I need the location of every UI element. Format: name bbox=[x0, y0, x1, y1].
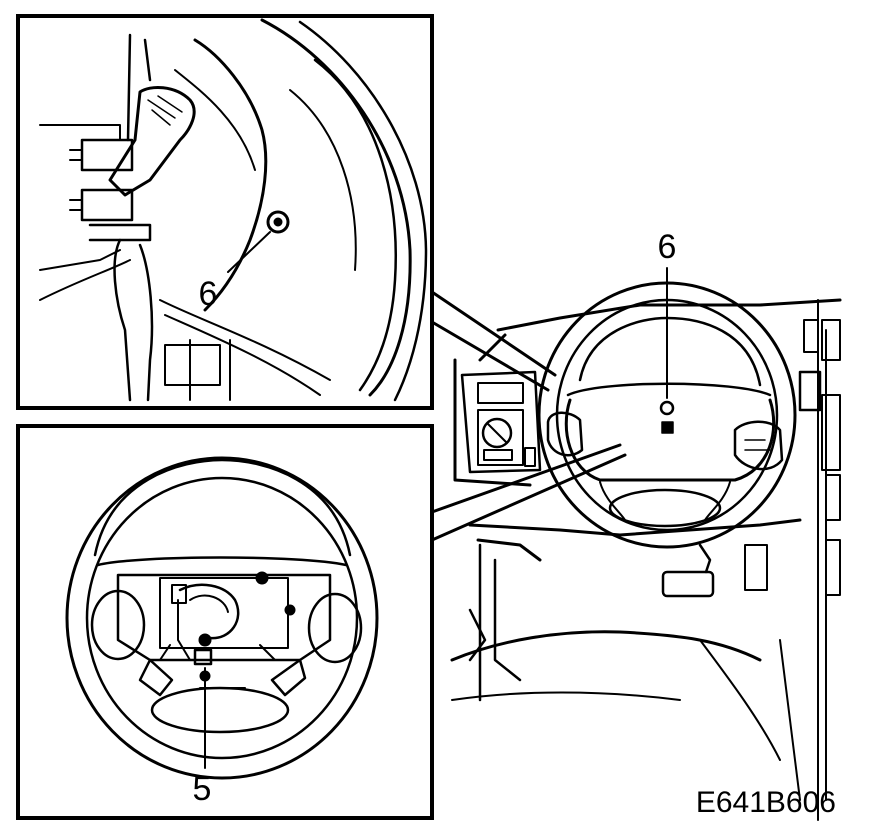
callout-label-lower-inset: 5 bbox=[193, 770, 212, 808]
lower-inset bbox=[16, 424, 434, 820]
main-view-steering-wheel bbox=[537, 267, 797, 549]
upper-inset bbox=[16, 14, 434, 410]
main-view-dashboard bbox=[450, 298, 842, 821]
callout-label-upper-inset: 6 bbox=[199, 275, 218, 313]
callout-label-main-view: 6 bbox=[658, 228, 677, 266]
upper-inset-frame bbox=[16, 14, 434, 410]
figure-code: E641B606 bbox=[696, 786, 836, 819]
inset-leader-lines bbox=[430, 290, 627, 542]
